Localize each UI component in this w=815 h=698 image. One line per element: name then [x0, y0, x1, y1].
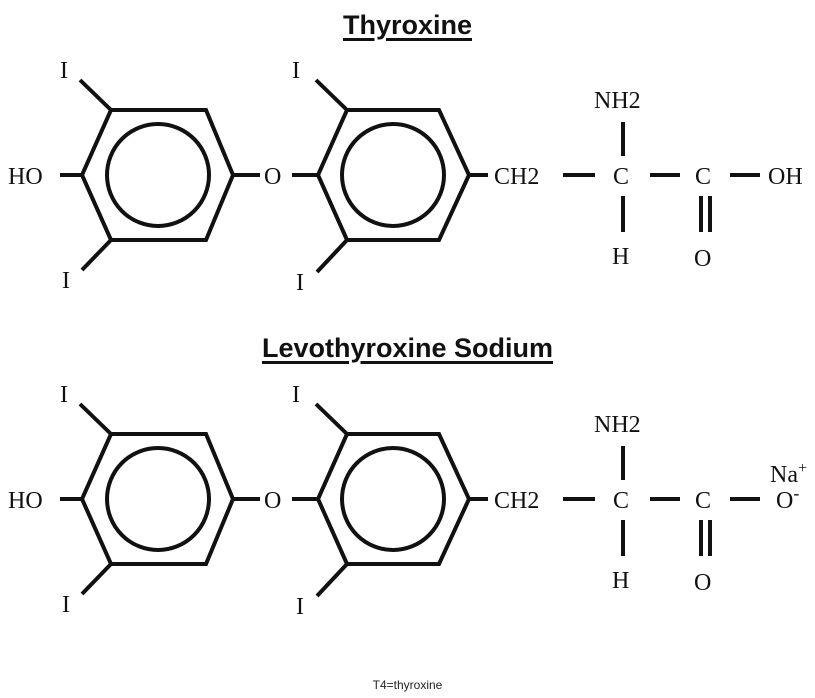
label-oxide: O-	[776, 483, 799, 514]
label-oxide-symbol: O	[776, 488, 793, 514]
bond-ring2-iodine-top	[314, 402, 349, 436]
bond-ring1-iodine-top	[78, 78, 113, 112]
label-amine: NH2	[594, 412, 641, 438]
label-carbonyl-oxygen: O	[694, 246, 711, 272]
label-carbonyl-oxygen: O	[694, 570, 711, 596]
label-hydrogen: H	[612, 568, 629, 594]
label-ring1-iodine-top: I	[60, 58, 68, 84]
label-carboxyl-carbon: C	[695, 164, 711, 190]
label-ether-oxygen: O	[264, 164, 281, 190]
ring2-aromatic-circle	[340, 446, 446, 552]
label-alpha-carbon: C	[613, 488, 629, 514]
label-carboxyl-carbon: C	[695, 488, 711, 514]
bond-ring2-iodine-top	[314, 78, 349, 112]
label-sodium-symbol: Na	[770, 462, 798, 488]
bond-ring2-iodine-bottom	[315, 238, 349, 274]
ring2-aromatic-circle	[340, 122, 446, 228]
bond-ring2-iodine-bottom	[315, 562, 349, 598]
label-ring1-iodine-bottom: I	[62, 268, 70, 294]
molecule-thyroxine: I I HO O I I CH2 NH2 C H C O OH	[8, 58, 803, 296]
label-ring2-iodine-top: I	[292, 58, 300, 84]
label-hydrogen: H	[612, 244, 629, 270]
ring1-aromatic-circle	[105, 122, 211, 228]
title-thyroxine: Thyroxine	[342, 10, 473, 40]
label-terminal-hydroxyl: OH	[768, 164, 803, 190]
label-ring2-iodine-bottom: I	[296, 270, 304, 296]
label-methylene: CH2	[494, 164, 539, 190]
ring1-aromatic-circle	[105, 446, 211, 552]
label-ring2-iodine-bottom: I	[296, 594, 304, 620]
label-hydroxyl: HO	[8, 164, 43, 190]
label-ether-oxygen: O	[264, 488, 281, 514]
label-amine: NH2	[594, 88, 641, 114]
caption: T4=thyroxine	[372, 678, 443, 692]
label-ring1-iodine-bottom: I	[62, 592, 70, 618]
label-ring2-iodine-top: I	[292, 382, 300, 408]
molecule-levothyroxine-sodium: I I HO O I I CH2 NH2 C H C O Na+ O-	[8, 382, 807, 620]
bond-ring1-iodine-bottom	[80, 562, 113, 596]
title-levothyroxine-sodium: Levothyroxine Sodium	[261, 333, 554, 363]
label-sodium: Na+	[770, 460, 807, 488]
label-hydroxyl: HO	[8, 488, 43, 514]
label-sodium-charge: +	[798, 460, 807, 477]
bond-ring1-iodine-bottom	[80, 238, 113, 272]
bond-ring1-iodine-top	[78, 402, 113, 436]
label-alpha-carbon: C	[613, 164, 629, 190]
label-ring1-iodine-top: I	[60, 382, 68, 408]
label-oxide-charge: -	[793, 483, 799, 503]
label-methylene: CH2	[494, 488, 539, 514]
